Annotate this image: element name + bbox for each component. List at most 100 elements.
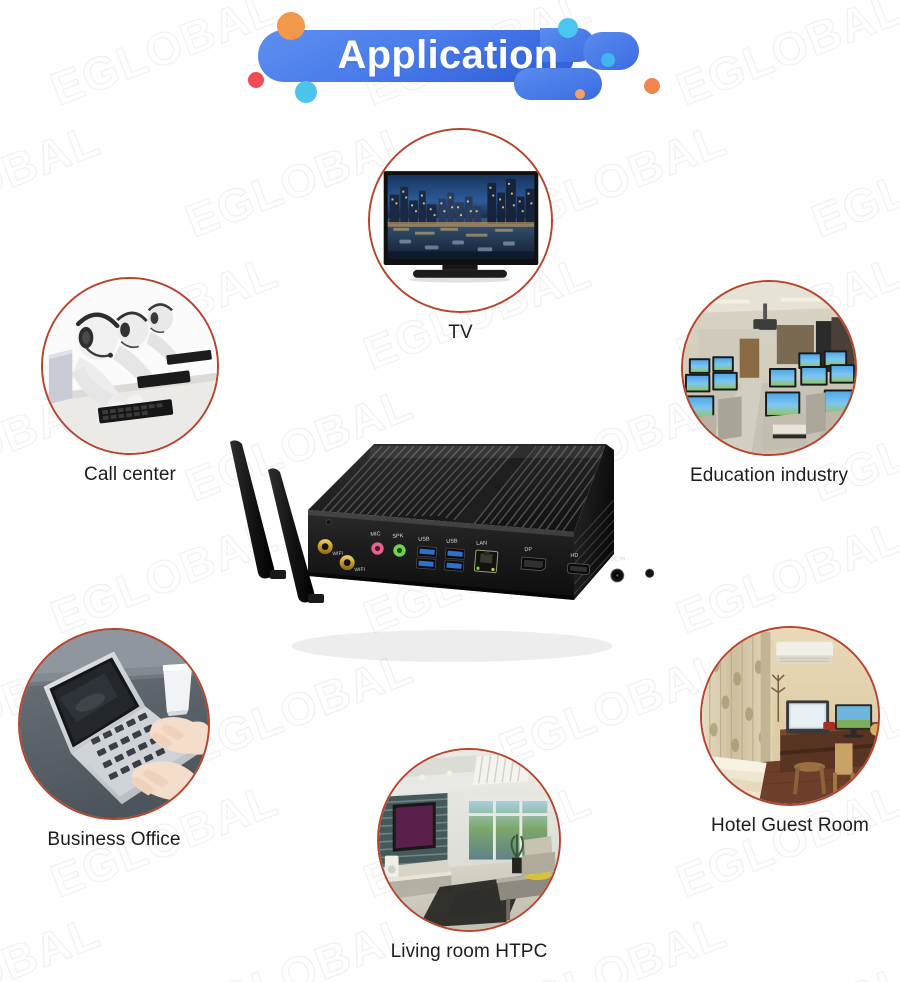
armchair <box>521 836 556 876</box>
desks-and-towers <box>683 392 855 453</box>
ceiling-light <box>472 751 532 786</box>
application-banner: Application <box>248 12 668 103</box>
watermark-text: EGLOBAL <box>804 904 900 982</box>
application-label-hotel: Hotel Guest Room <box>711 815 869 836</box>
tv-image-ring <box>368 128 553 313</box>
application-call-center[interactable]: Call center <box>41 277 219 486</box>
agent-figure-1 <box>70 312 174 424</box>
tv-scene <box>370 130 551 311</box>
banner-detached-blob <box>583 32 639 70</box>
cyan-dot-bottom-left-icon <box>295 81 317 103</box>
living-room-scene <box>379 750 559 930</box>
page-title: Application <box>337 33 559 77</box>
application-label-education: Education industry <box>689 465 849 486</box>
telephone <box>823 721 835 730</box>
orange-dot-far-right-icon <box>644 78 660 94</box>
port-spk: SPK <box>392 533 406 557</box>
application-label-living-room: Living room HTPC <box>390 941 548 962</box>
plant <box>510 834 525 874</box>
application-label-tv: TV <box>448 322 473 343</box>
application-label-business-office: Business Office <box>47 829 181 850</box>
business-office-scene <box>20 630 208 818</box>
coat-hook <box>770 674 786 722</box>
hotel-monitor <box>834 704 873 738</box>
education-image-ring <box>681 280 857 456</box>
downlight <box>419 774 425 781</box>
heatsink-fins-top <box>317 445 606 532</box>
front-bottom-edge <box>308 572 574 600</box>
application-education-industry[interactable]: Education industry <box>681 280 857 487</box>
watermark-text: EGLOBAL <box>0 112 108 248</box>
stool <box>793 761 827 795</box>
svg-text:DP: DP <box>524 547 532 553</box>
window-wall <box>465 796 552 865</box>
front-bevel <box>308 510 574 537</box>
port-mic: MIC <box>370 531 384 555</box>
coffee-mug <box>162 663 193 717</box>
application-hotel-guest-room[interactable]: Hotel Guest Room <box>700 626 880 837</box>
banner-shape <box>248 12 660 103</box>
agent-figure-2 <box>113 311 191 389</box>
living-room-image-ring <box>377 748 561 932</box>
antenna-right <box>268 468 324 603</box>
svg-text:HD: HD <box>570 553 578 559</box>
port-cluster: WIFI WIFI MIC SPK <box>317 519 655 583</box>
svg-text:MIC: MIC <box>370 531 380 538</box>
svg-text:WIFI: WIFI <box>332 551 343 558</box>
hotel-image-ring <box>700 626 880 806</box>
port-wifi-2: WIFI <box>339 555 365 574</box>
bed <box>702 755 767 804</box>
watermark-text: EGLOBAL <box>0 904 108 982</box>
port-usb-2: USB <box>443 538 466 572</box>
watermark-text: EGLOBAL <box>669 0 900 116</box>
svg-text:DC IN: DC IN <box>610 556 625 563</box>
chair <box>833 743 855 799</box>
watermark-text: EGLOBAL <box>669 508 900 644</box>
hotel-scene <box>702 628 878 804</box>
cyan-dot-top-right-icon <box>558 18 578 38</box>
mini-pc-product-image: WIFI WIFI MIC SPK <box>222 424 655 686</box>
port-hd: HD <box>566 553 591 576</box>
front-screw-hole-left <box>325 519 332 526</box>
port-usb-1: USB <box>415 536 438 570</box>
svg-text:SPK: SPK <box>392 533 404 540</box>
svg-text:WIFI: WIFI <box>354 567 365 574</box>
port-lan: LAN <box>473 540 499 574</box>
svg-text:USB: USB <box>446 538 458 545</box>
downlight <box>446 770 453 777</box>
hands-typing <box>130 716 208 809</box>
application-living-room-htpc[interactable]: Living room HTPC <box>377 748 561 963</box>
cyan-dot-mid-right-icon <box>601 53 615 67</box>
red-dot-far-left-icon <box>248 72 264 88</box>
banner-tab-upper <box>540 28 595 62</box>
heatsink-fins-side <box>574 499 614 595</box>
monitor-row-middle <box>684 364 855 393</box>
port-dc-in: DC IN <box>610 556 626 583</box>
application-tv[interactable]: TV <box>368 128 553 344</box>
front-screw-hole <box>645 568 655 578</box>
orange-dot-small-icon <box>575 89 585 99</box>
port-dp: DP <box>520 547 547 572</box>
agent-figure-3 <box>146 303 212 366</box>
desk-lamp <box>870 723 878 736</box>
hotel-tv <box>786 700 830 734</box>
application-business-office[interactable]: Business Office <box>18 628 210 851</box>
call-center-image-ring <box>41 277 219 455</box>
svg-text:USB: USB <box>418 536 430 543</box>
curtains <box>702 631 773 769</box>
chassis-front-face <box>308 510 574 600</box>
call-center-scene <box>43 279 217 453</box>
antenna-left <box>230 440 286 579</box>
product-shadow <box>292 630 612 662</box>
education-scene <box>683 282 855 454</box>
monitor-row-back <box>688 350 848 374</box>
banner-body <box>258 30 574 82</box>
laptop-lid <box>43 651 146 754</box>
orange-dot-top-left-icon <box>277 12 305 40</box>
chassis-top-face <box>308 444 606 532</box>
business-office-image-ring <box>18 628 210 820</box>
port-wifi-1: WIFI <box>317 539 343 558</box>
watermark-text: EGLOBAL <box>804 112 900 248</box>
air-conditioner <box>776 641 834 664</box>
